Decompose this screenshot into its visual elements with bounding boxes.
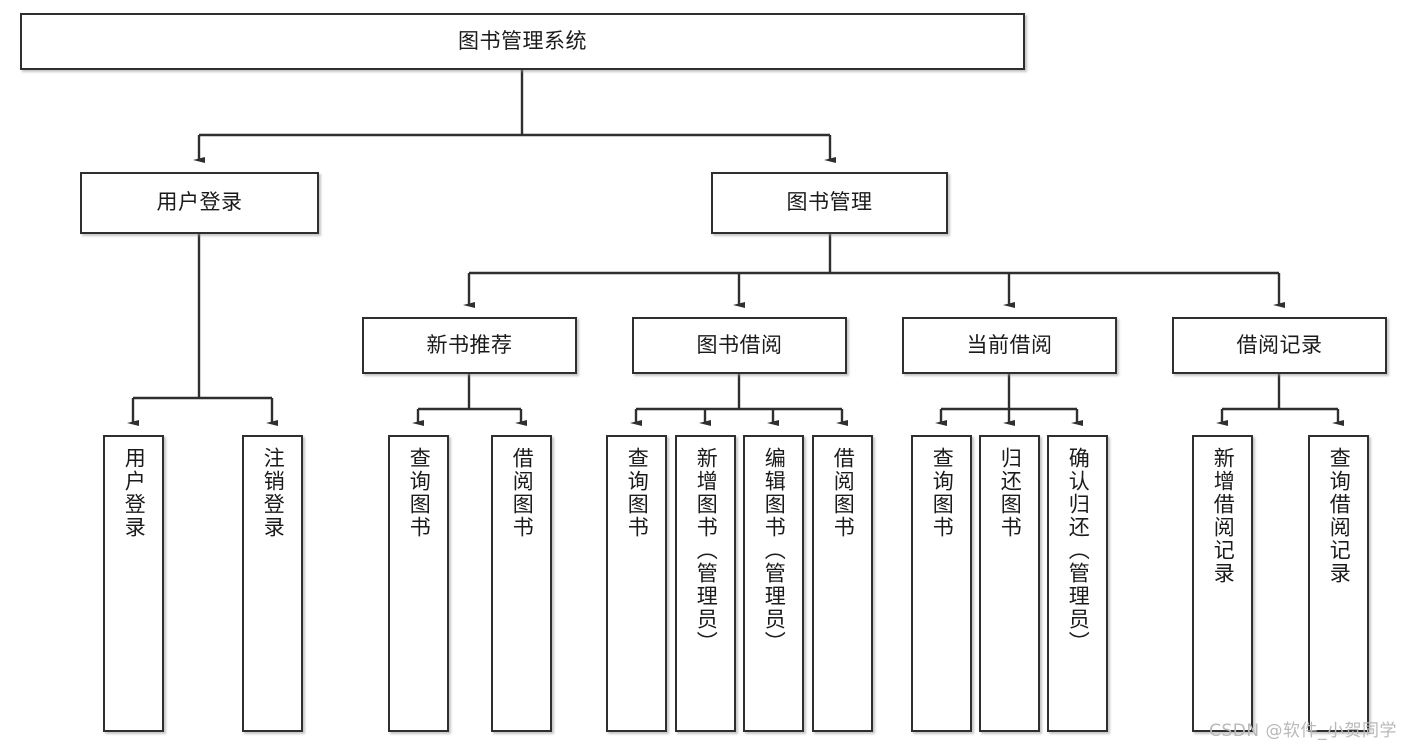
node-root-book-management-system[interactable]: 图书管理系统 [20,13,1025,70]
node-label: 编辑图书（管理员） [762,447,787,654]
node-label: 图书借阅 [696,332,783,357]
leaf-logout[interactable]: 注销登录 [242,435,303,732]
leaf-records-query-record[interactable]: 查询借阅记录 [1308,435,1369,732]
node-new-book-recommend[interactable]: 新书推荐 [362,317,577,374]
node-label: 借阅记录 [1236,332,1323,357]
leaf-current-query-books[interactable]: 查询图书 [911,435,972,732]
leaf-borrow-edit-book-admin[interactable]: 编辑图书（管理员） [743,435,804,732]
node-label: 用户登录 [156,190,243,215]
node-book-management[interactable]: 图书管理 [711,172,948,234]
leaf-user-login[interactable]: 用户登录 [103,435,164,732]
node-label: 借阅图书 [831,447,856,539]
node-label: 新书推荐 [426,332,513,357]
node-label: 查询借阅记录 [1327,447,1352,585]
node-label: 用户登录 [122,447,147,539]
node-current-borrow[interactable]: 当前借阅 [902,317,1117,374]
node-label: 借阅图书 [510,447,535,539]
node-label: 图书管理 [786,190,873,215]
node-label: 确认归还（管理员） [1066,447,1091,654]
leaf-current-confirm-return-admin[interactable]: 确认归还（管理员） [1047,435,1108,732]
leaf-borrow-query-books[interactable]: 查询图书 [606,435,667,732]
leaf-current-return-books[interactable]: 归还图书 [979,435,1040,732]
node-label: 查询图书 [930,447,955,539]
leaf-records-add-record[interactable]: 新增借阅记录 [1192,435,1253,732]
node-label: 归还图书 [998,447,1023,539]
leaf-newbook-borrow-books[interactable]: 借阅图书 [491,435,552,732]
node-label: 当前借阅 [966,332,1053,357]
node-label: 查询图书 [407,447,432,539]
node-borrow-records[interactable]: 借阅记录 [1172,317,1387,374]
node-label: 查询图书 [625,447,650,539]
node-label: 图书管理系统 [458,28,587,53]
node-book-borrow[interactable]: 图书借阅 [632,317,847,374]
leaf-borrow-add-book-admin[interactable]: 新增图书（管理员） [675,435,736,732]
node-label: 新增图书（管理员） [694,447,719,654]
leaf-newbook-query-books[interactable]: 查询图书 [388,435,449,732]
watermark-text: CSDN @软件_小贺同学 [1209,721,1397,741]
leaf-borrow-borrow-books[interactable]: 借阅图书 [812,435,873,732]
node-user-login[interactable]: 用户登录 [80,172,319,234]
node-label: 新增借阅记录 [1211,447,1236,585]
node-label: 注销登录 [261,447,286,539]
